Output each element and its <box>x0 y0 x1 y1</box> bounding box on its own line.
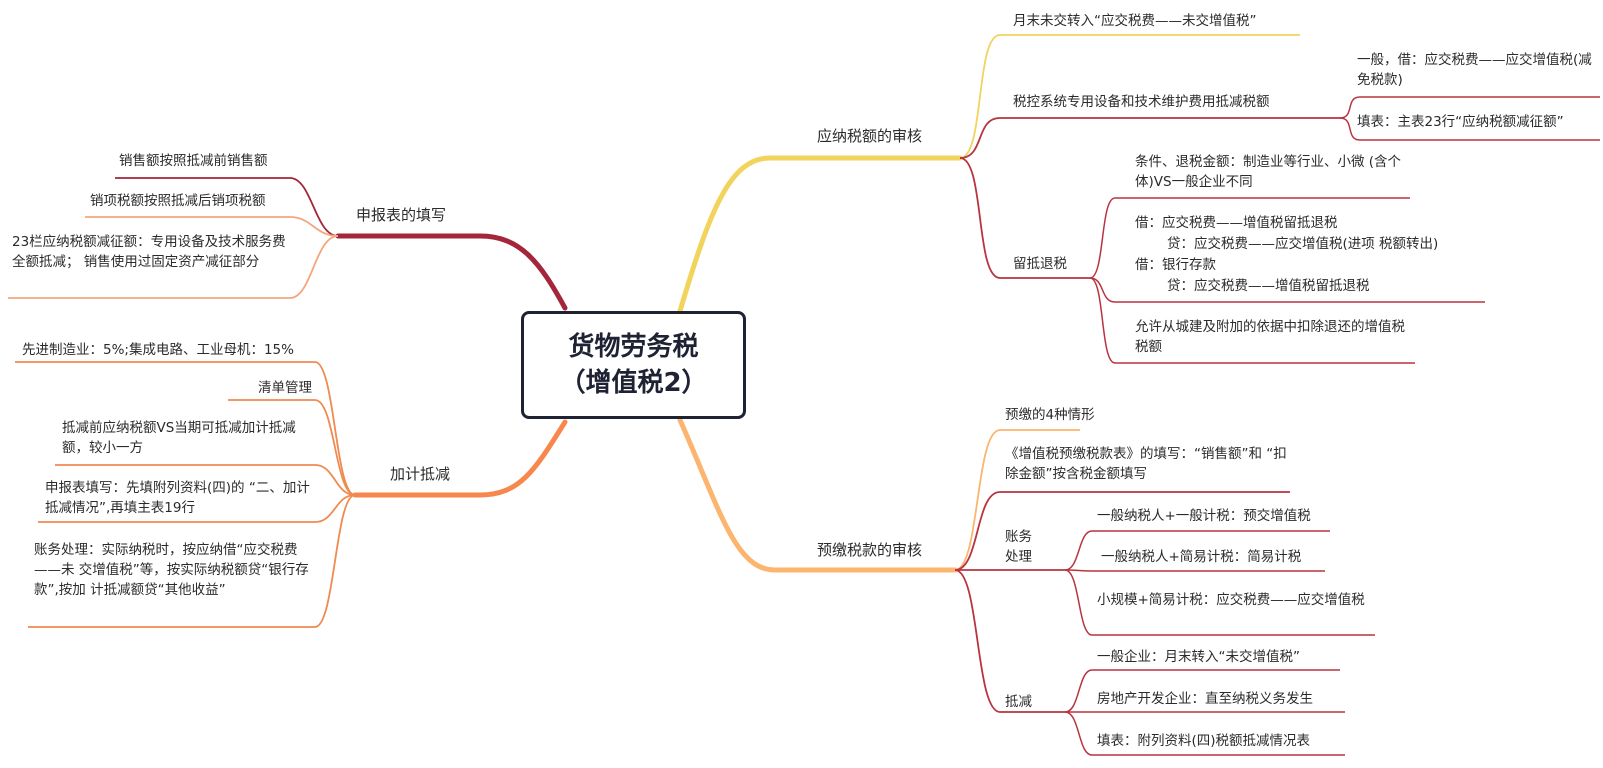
node-jiaji-accounting[interactable]: 账务处理：实际纳税时，按应纳借“应交税费——未 交增值税”等，按实际纳税额贷“银… <box>34 542 309 598</box>
node-yujiao-dijian-form[interactable]: 填表：附列资料(四)税额抵减情况表 <box>1097 733 1311 749</box>
entry-line: 贷：应交税费——增值税留抵退税 <box>1167 278 1370 294</box>
branch-label-jiaji[interactable]: 加计抵减 <box>390 465 451 483</box>
node-yingna-monthend[interactable]: 月末未交转入“应交税费——未交增值税” <box>1013 13 1257 29</box>
branch-label-yujiao[interactable]: 预缴税款的审核 <box>817 541 923 559</box>
node-yujiao-dijian-realestate[interactable]: 房地产开发企业：直至纳税义务发生 <box>1097 691 1313 707</box>
branch-shenbao <box>335 233 568 311</box>
entry-line: 借：应交税费——增值税留抵退税 <box>1135 215 1338 231</box>
node-yingna-shuikong-entry[interactable]: 一般，借：应交税费——应交增值税(减免税款) <box>1357 52 1592 88</box>
node-yujiao-four-cases[interactable]: 预缴的4种情形 <box>1005 407 1095 423</box>
central-topic[interactable]: 货物劳务税 （增值税2） <box>521 311 746 419</box>
node-yingna-liudi[interactable]: 留抵退税 <box>1013 256 1067 272</box>
node-yingna-liudi-urban[interactable]: 允许从城建及附加的依据中扣除退还的增值税税额 <box>1135 319 1405 355</box>
node-yujiao-acc-small[interactable]: 小规模+简易计税：应交税费——应交增值税 <box>1097 592 1365 608</box>
node-yujiao-dijian[interactable]: 抵减 <box>1005 694 1032 710</box>
node-shenbao-sales[interactable]: 销售额按照抵减前销售额 <box>119 153 268 169</box>
branch-yujiao <box>677 417 958 573</box>
node-yingna-shuikong[interactable]: 税控系统专用设备和技术维护费用抵减税额 <box>1013 94 1270 110</box>
central-topic-line2: （增值税2） <box>559 368 708 398</box>
node-yujiao-dijian-general[interactable]: 一般企业：月末转入“未交增值税” <box>1097 649 1300 665</box>
node-jiaji-compare[interactable]: 抵减前应纳税额VS当期可抵减加计抵减额，较小一方 <box>62 420 296 456</box>
node-yujiao-form[interactable]: 《增值税预缴税款表》的填写：“销售额”和 “扣除金额”按含税金额填写 <box>1005 446 1287 482</box>
branch-label-yingna[interactable]: 应纳税额的审核 <box>817 127 923 145</box>
node-jiaji-rates[interactable]: 先进制造业：5%;集成电路、工业母机：15% <box>22 342 294 358</box>
node-jiaji-list[interactable]: 清单管理 <box>258 380 312 396</box>
branch-label-shenbao[interactable]: 申报表的填写 <box>356 206 447 224</box>
entry-line: 借：银行存款 <box>1135 257 1216 273</box>
node-yujiao-accounting[interactable]: 账务处理 <box>1005 529 1032 565</box>
node-yingna-shuikong-form[interactable]: 填表：主表23行“应纳税额减征额” <box>1357 114 1564 130</box>
entry-line: 贷：应交税费——应交增值税(进项 税额转出) <box>1167 236 1439 252</box>
node-yingna-liudi-condition[interactable]: 条件、退税金额：制造业等行业、小微 (含个体)VS一般企业不同 <box>1135 154 1402 190</box>
central-topic-line1: 货物劳务税 <box>568 332 699 362</box>
node-jiaji-declaration[interactable]: 申报表填写：先填附列资料(四)的 “二、加计抵减情况”,再填主表19行 <box>45 480 310 516</box>
node-yujiao-acc-simple[interactable]: 一般纳税人+简易计税：简易计税 <box>1101 549 1302 565</box>
branch-yingna <box>677 155 963 314</box>
node-shenbao-output-tax[interactable]: 销项税额按照抵减后销项税额 <box>90 193 266 209</box>
node-yujiao-acc-general[interactable]: 一般纳税人+一般计税：预交增值税 <box>1097 508 1311 524</box>
branch-jiaji <box>352 419 568 498</box>
node-shenbao-line23[interactable]: 23栏应纳税额减征额：专用设备及技术服务费全额抵减； 销售使用过固定资产减征部分 <box>12 234 286 270</box>
